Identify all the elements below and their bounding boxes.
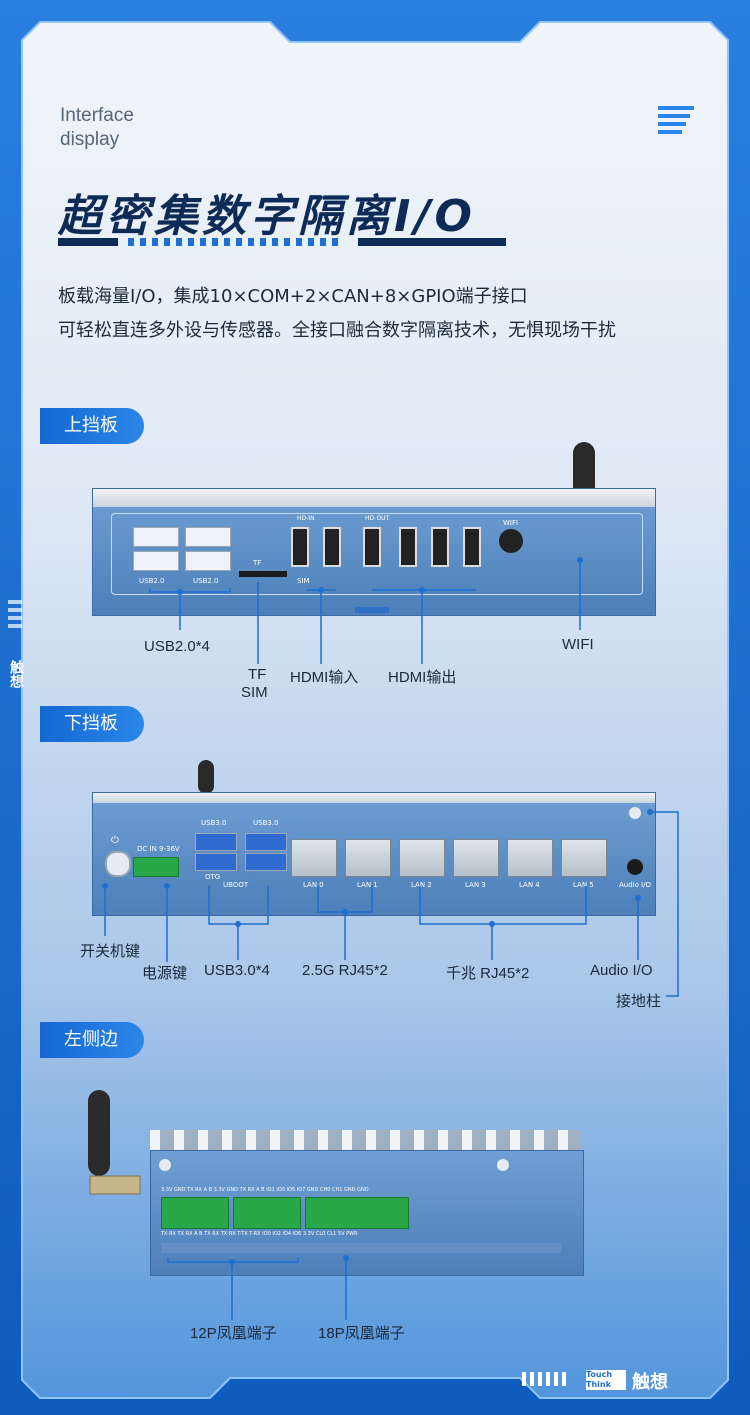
hdmi-out-port [463, 527, 481, 567]
power-button [105, 851, 131, 877]
label-power-button: 开关机键 [80, 943, 141, 960]
description-line-1: 板载海量I/O，集成10×COM+2×CAN+8×GPIO端子接口 [58, 286, 528, 307]
label-tf: TF [248, 666, 267, 683]
chassis-top-edge [93, 489, 655, 507]
section-tab-top: 上挡板 [40, 408, 144, 444]
foot [355, 607, 389, 613]
rj45-port [291, 839, 337, 877]
usb2-port [185, 551, 231, 571]
side-antenna [88, 1090, 141, 1195]
usb3-port [195, 833, 237, 851]
section-tab-left: 左侧边 [40, 1022, 144, 1058]
audio-jack [627, 859, 643, 875]
silk-usb3-b: USB3.0 [253, 819, 279, 827]
label-hdmi-out: HDMI输出 [388, 669, 457, 686]
panel-groove [161, 1243, 561, 1253]
label-sim: SIM [241, 684, 268, 701]
wifi-port [499, 529, 523, 553]
usb2-port [185, 527, 231, 547]
label-rj45-1g: 千兆 RJ45*2 [446, 965, 530, 982]
tf-slot [239, 571, 287, 577]
silk-lan3: LAN 3 [465, 881, 486, 889]
silk-lan0: LAN 0 [303, 881, 324, 889]
usb2-port [133, 527, 179, 547]
rj45-port [345, 839, 391, 877]
left-side-device: 3.3V GND TX RX A B 3.3V GND TX RX A B IO… [150, 1150, 584, 1276]
rj45-port [507, 839, 553, 877]
silk-audio: Audio I/O [619, 881, 652, 889]
silk-otg: OTG [205, 873, 221, 881]
silk-sim: SIM [297, 577, 310, 585]
hdmi-in-port [323, 527, 341, 567]
rj45-port [453, 839, 499, 877]
screw [497, 1159, 509, 1171]
label-power-input: 电源键 [142, 965, 188, 982]
io-plate [111, 513, 643, 595]
screw [159, 1159, 171, 1171]
silk-lan1: LAN 1 [357, 881, 378, 889]
terminal-block-c [305, 1197, 409, 1229]
silk-tf: TF [253, 559, 262, 567]
rj45-port [399, 839, 445, 877]
description-line-2: 可轻松直连多外设与传感器。全接口融合数字隔离技术，无惧现场干扰 [58, 320, 616, 341]
silk-usb3-a: USB3.0 [201, 819, 227, 827]
silk-lan5: LAN 5 [573, 881, 594, 889]
ground-post [629, 807, 641, 819]
footer-brand-name: 触想 [632, 1372, 668, 1393]
page-title: 超密集数字隔离I/O [58, 191, 476, 242]
dc-terminal [133, 857, 179, 877]
label-hdmi-in: HDMI输入 [290, 669, 359, 686]
footer-stripes [522, 1372, 566, 1386]
kicker-text: Interface display [60, 105, 134, 150]
silk-lan2: LAN 2 [411, 881, 432, 889]
silk-dc: DC IN 9-36V [137, 845, 180, 853]
rj45-port [561, 839, 607, 877]
label-usb2: USB2.0*4 [144, 638, 210, 655]
bottom-antenna [198, 760, 214, 794]
silk-terminal-bottom: TX RX TX RX A B TX RX TX RX T-TX T-RX IO… [161, 1231, 358, 1237]
hdmi-out-port [431, 527, 449, 567]
hdmi-out-port [363, 527, 381, 567]
terminal-block-b [233, 1197, 301, 1229]
label-audio: Audio I/O [590, 962, 653, 979]
bottom-panel-device: ⏻ DC IN 9-36V USB3.0 USB3.0 OTG UBOOT LA… [92, 792, 656, 916]
label-ground: 接地柱 [616, 993, 662, 1010]
silk-terminal-top: 3.3V GND TX RX A B 3.3V GND TX RX A B IO… [161, 1187, 369, 1193]
side-brand: 触想 [8, 660, 24, 688]
label-usb3: USB3.0*4 [204, 962, 270, 979]
label-rj45-25g: 2.5G RJ45*2 [302, 962, 388, 979]
section-tab-bottom: 下挡板 [40, 706, 144, 742]
label-18p: 18P凤凰端子 [318, 1325, 405, 1342]
silk-uboot: UBOOT [223, 881, 249, 889]
silk-hdmi-out: HD-OUT [365, 515, 390, 522]
terminal-block-a [161, 1197, 229, 1229]
power-icon: ⏻ [111, 835, 119, 846]
label-12p: 12P凤凰端子 [190, 1325, 277, 1342]
chassis-top-edge [93, 793, 655, 803]
heatsink-fins [150, 1130, 582, 1152]
hdmi-in-port [291, 527, 309, 567]
label-wifi: WIFI [562, 636, 594, 653]
silk-wifi: WIFI [503, 519, 519, 527]
silk-lan4: LAN 4 [519, 881, 540, 889]
silk-hdmi-in: HD-IN [297, 515, 315, 522]
usb3-port [245, 853, 287, 871]
silk-usb2-b: USB2.0 [193, 577, 219, 585]
hdmi-out-port [399, 527, 417, 567]
top-panel-device: USB2.0 USB2.0 TF SIM HD-IN HD-OUT WIFI [92, 488, 656, 616]
silk-usb2-a: USB2.0 [139, 577, 165, 585]
usb3-port [245, 833, 287, 851]
usb2-port [133, 551, 179, 571]
usb3-port [195, 853, 237, 871]
footer-logo: Touch Think [586, 1370, 626, 1390]
